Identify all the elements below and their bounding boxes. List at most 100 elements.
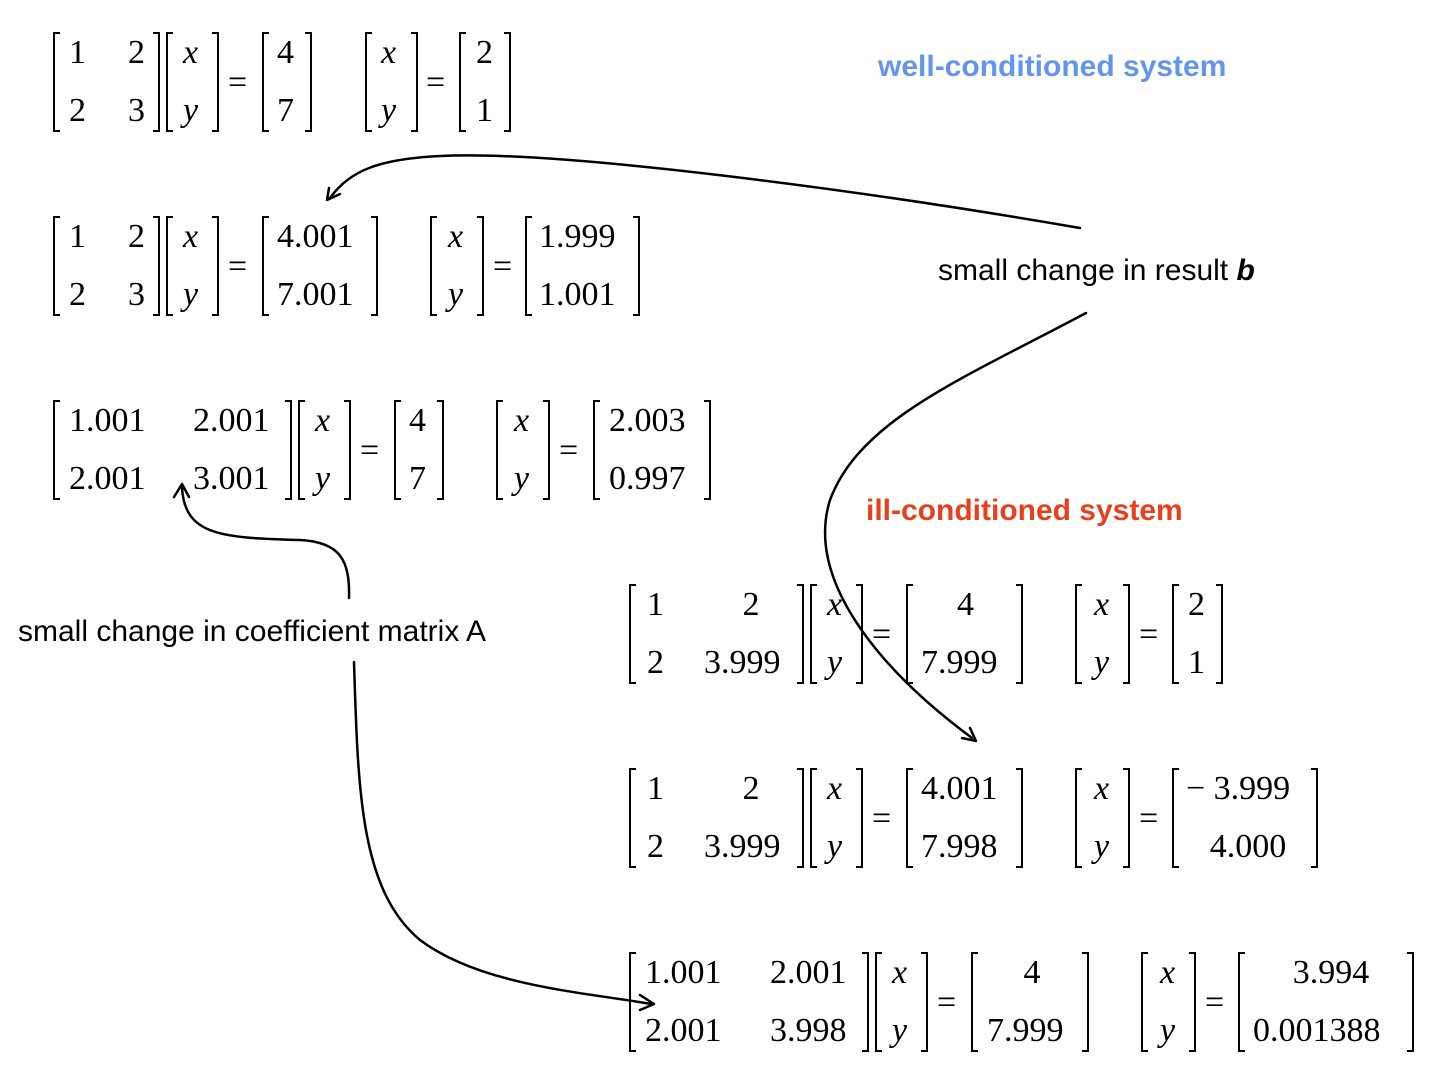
a11: 1.001 <box>645 954 722 991</box>
sol2: 0.001388 <box>1253 1012 1381 1049</box>
bracket-right <box>1016 584 1023 684</box>
var-x: x <box>448 218 464 255</box>
sol1: 3.994 <box>1292 954 1370 991</box>
var-y: y <box>827 644 843 681</box>
arrow-result-to-well <box>328 154 1082 230</box>
a12: 2.001 <box>770 954 847 991</box>
var-x: x <box>827 586 843 623</box>
bracket-left <box>810 584 817 684</box>
equals-sign: = <box>937 984 957 1021</box>
var-y: y <box>1160 1012 1176 1049</box>
var-x: x <box>315 402 331 439</box>
arrowhead-result-to-ill <box>960 726 978 743</box>
bracket-right <box>633 216 640 316</box>
bracket-left <box>525 216 532 316</box>
bracket-left <box>593 400 600 500</box>
equals-sign: = <box>228 248 248 285</box>
b1: 4.001 <box>277 218 354 255</box>
bracket-left <box>459 32 466 132</box>
arrowhead-matrix-to-ill <box>638 993 656 1012</box>
bracket-right <box>797 768 804 868</box>
equals-sign: = <box>228 64 248 101</box>
bracket-right <box>1123 768 1130 868</box>
bracket-left <box>1172 584 1179 684</box>
bracket-right <box>1016 768 1023 868</box>
var-y: y <box>381 92 397 129</box>
var-y: y <box>1094 828 1110 865</box>
bracket-left <box>166 32 173 132</box>
bracket-left <box>629 584 636 684</box>
a11: 1 <box>647 586 664 623</box>
bracket-right <box>856 584 863 684</box>
a12: 2 <box>742 586 760 623</box>
sol1: 2 <box>1188 586 1205 623</box>
bracket-right <box>862 952 869 1052</box>
b1: 4.001 <box>921 770 998 807</box>
arrowhead-matrix-to-well <box>172 482 191 499</box>
sol2: 1.001 <box>539 276 616 313</box>
bracket-right <box>153 216 160 316</box>
bracket-right <box>344 400 351 500</box>
sol2: 0.997 <box>609 460 686 497</box>
bracket-left <box>53 32 60 132</box>
bracket-left <box>394 400 401 500</box>
bracket-left <box>430 216 437 316</box>
b1: 4 <box>1023 954 1041 991</box>
bracket-right <box>1216 584 1223 684</box>
b2: 7 <box>277 92 294 129</box>
bracket-left <box>365 32 372 132</box>
var-x: x <box>183 34 199 71</box>
var-y: y <box>315 460 331 497</box>
var-x: x <box>1094 770 1110 807</box>
bracket-left <box>298 400 305 500</box>
sol2: 1 <box>476 92 493 129</box>
var-x: x <box>1160 954 1176 991</box>
a22: 3.001 <box>193 460 270 497</box>
b2: 7.999 <box>921 644 998 681</box>
a21: 2.001 <box>69 460 146 497</box>
arrow-matrix-to-well <box>180 486 351 600</box>
bracket-left <box>262 32 269 132</box>
var-x: x <box>827 770 843 807</box>
a22: 3.999 <box>704 644 781 681</box>
a22: 3 <box>128 276 145 313</box>
bracket-left <box>166 216 173 316</box>
bracket-left <box>971 952 978 1052</box>
bracket-right <box>411 32 418 132</box>
arrow-matrix-to-ill <box>352 660 654 1006</box>
sol2: 1 <box>1188 644 1205 681</box>
sol2: 4.000 <box>1209 828 1287 865</box>
b2: 7 <box>409 460 426 497</box>
bracket-left <box>496 400 503 500</box>
small-change-result-text: small change in result <box>938 254 1237 287</box>
bracket-right <box>153 32 160 132</box>
b1: 4 <box>409 402 426 439</box>
bracket-left <box>1141 952 1148 1052</box>
bracket-right <box>212 32 219 132</box>
sol1: 2 <box>476 34 493 71</box>
bracket-right <box>504 32 511 132</box>
bracket-right <box>704 400 711 500</box>
bracket-left <box>629 768 636 868</box>
var-x: x <box>1094 586 1110 623</box>
b1: 4 <box>277 34 294 71</box>
var-y: y <box>892 1012 908 1049</box>
bracket-left <box>875 952 882 1052</box>
equals-sign: = <box>1139 616 1159 653</box>
bracket-left <box>810 768 817 868</box>
b2: 7.001 <box>277 276 354 313</box>
a22: 3 <box>128 92 145 129</box>
equals-sign: = <box>559 432 579 469</box>
a11: 1 <box>647 770 664 807</box>
a22: 3.999 <box>704 828 781 865</box>
bracket-right <box>477 216 484 316</box>
bracket-left <box>53 216 60 316</box>
a11: 1.001 <box>69 402 146 439</box>
a12: 2.001 <box>193 402 270 439</box>
var-y: y <box>183 92 199 129</box>
bracket-right <box>285 400 292 500</box>
sol1: 2.003 <box>609 402 686 439</box>
var-x: x <box>183 218 199 255</box>
bracket-left <box>629 952 636 1052</box>
